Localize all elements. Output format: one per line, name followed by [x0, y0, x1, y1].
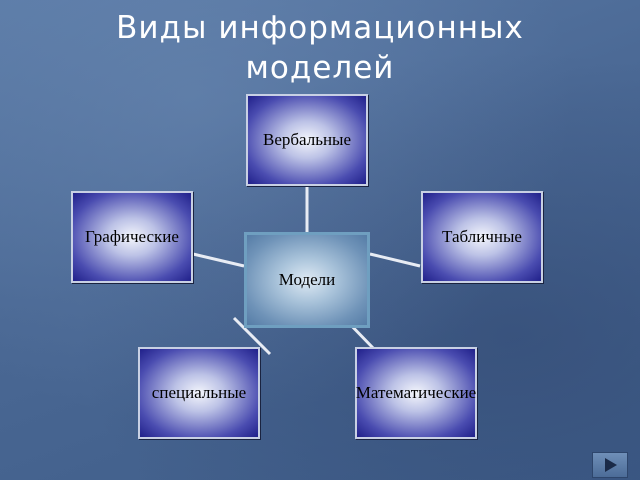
title-line-2: моделей [245, 50, 395, 86]
connector-tabular [369, 252, 421, 268]
node-graphic-label: Графические [85, 227, 179, 246]
page-title: Виды информационных моделей [0, 8, 640, 88]
title-line-1: Виды информационных [116, 10, 524, 46]
next-slide-icon [605, 458, 617, 472]
connector-special [232, 316, 272, 356]
node-math: Математические [355, 347, 477, 439]
node-tabular-label: Табличные [442, 227, 522, 246]
connector-graphic [192, 252, 245, 268]
node-center-label: Модели [278, 270, 336, 289]
node-math-label: Математические [355, 383, 477, 402]
node-graphic: Графические [71, 191, 193, 283]
node-special-label: специальные [151, 383, 247, 402]
node-verbal: Вербальные [246, 94, 368, 186]
next-slide-button[interactable] [592, 452, 628, 478]
node-verbal-label: Вербальные [262, 130, 352, 149]
node-special: специальные [138, 347, 260, 439]
node-tabular: Табличные [421, 191, 543, 283]
node-center: Модели [244, 232, 370, 328]
